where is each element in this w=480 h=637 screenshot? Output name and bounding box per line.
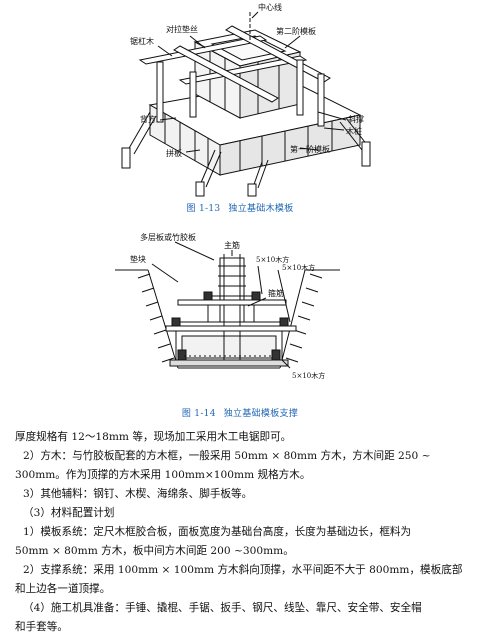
paragraph-line: （3）材料配置计划	[23, 507, 115, 519]
paragraph-line: 2）支撑系统：采用 100mm × 100mm 方木斜向顶撑，水平间距不大于 8…	[23, 564, 463, 576]
label-brace: 斜撑	[348, 114, 364, 124]
body-text: 厚度规格有 12～18mm 等，现场加工采用木工电锯即可。 2）方木：与竹胶板配…	[15, 428, 467, 637]
caption-number: 图 1-13	[186, 204, 221, 214]
caption-number: 图 1-14	[181, 409, 216, 419]
paragraph-line: 300mm。作为顶撑的方木采用 100mm×100mm 规格方木。	[15, 469, 311, 481]
label-joint-board: 拼板	[166, 148, 182, 158]
figure-1-14-caption: 图 1-14 独立基础模板支撑	[0, 406, 480, 419]
label-center-line: 中心线	[258, 2, 282, 12]
label-clamp-wood: 锯杠木	[130, 36, 154, 46]
figure-1-13-caption: 图 1-13 独立基础木模板	[0, 201, 480, 214]
paragraph-line: 50mm × 80mm 方木，板中间方木间距 200 ~300mm。	[15, 545, 294, 557]
label-timber-2: 5×10木方	[282, 263, 315, 272]
label-pile: 木桩	[346, 126, 362, 136]
label-main-bar: 主筋	[224, 240, 240, 250]
paragraph-line: 和上边各一道顶撑。	[15, 583, 111, 595]
paragraph-line: 和手套等。	[15, 621, 68, 633]
paragraph-line: 1）模板系统：定尺木框胶合板，面板宽度为基础台高度，长度为基础边长，框料为	[23, 526, 412, 538]
label-pad-block: 垫块	[130, 254, 146, 264]
label-first-step-form: 第一阶模板	[290, 144, 330, 154]
formwork-3d-drawing: 中心线 对拉垫丝 锯杠木 第二阶模板 斜撑 木桩 背方 拼板 第一阶模板	[121, 2, 371, 197]
caption-title: 独立基础木模板	[228, 204, 294, 214]
paragraph-line: 3）其他辅料：钢钉、木楔、海绵条、脚手板等。	[23, 488, 253, 500]
paragraph-line: 2）方木：与竹胶板配套的方木框，一般采用 50mm × 80mm 方木，方木间距…	[23, 450, 431, 462]
figure-foundation-support: 多层板或竹胶板 主筋 垫块 5×10木方 5×10木方 箍筋 5×10木方	[0, 226, 480, 404]
label-second-step-form: 第二阶模板	[276, 26, 316, 36]
label-timber-3: 5×10木方	[292, 371, 325, 380]
caption-title: 独立基础模板支撑	[223, 409, 299, 419]
figure-isolated-foundation-formwork: 中心线 对拉垫丝 锯杠木 第二阶模板 斜撑 木桩 背方 拼板 第一阶模板	[0, 0, 480, 200]
label-stirrup: 箍筋	[268, 288, 284, 298]
label-plywood: 多层板或竹胶板	[140, 232, 196, 242]
support-section-drawing: 多层板或竹胶板 主筋 垫块 5×10木方 5×10木方 箍筋 5×10木方	[115, 232, 340, 380]
paragraph-line: （4）施工机具准备：手锤、撬棍、手锯、扳手、钢尺、线坠、靠尺、安全带、安全帽	[23, 602, 422, 614]
label-back-brace: 背方	[140, 114, 156, 124]
label-tie-wood: 对拉垫丝	[166, 24, 198, 34]
label-timber-1: 5×10木方	[256, 255, 289, 264]
paragraph-line: 厚度规格有 12～18mm 等，现场加工采用木工电锯即可。	[15, 431, 292, 443]
